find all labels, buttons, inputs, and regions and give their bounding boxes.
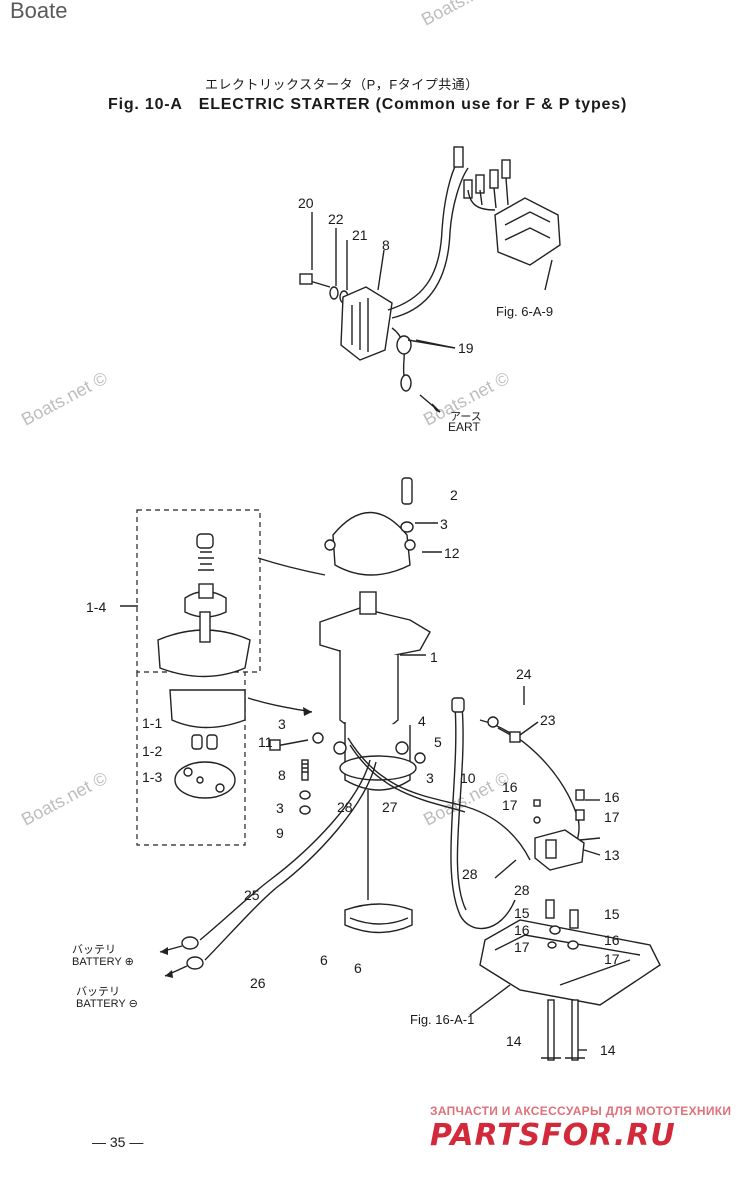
callout-1-3: 1-3 [142, 769, 163, 785]
callout-12: 12 [444, 545, 460, 561]
battery-plus-label: バッテリ BATTERY ⊕ [72, 944, 134, 968]
callout-6: 6 [320, 952, 328, 968]
rectifier-assembly [299, 146, 561, 413]
callout-27: 27 [382, 799, 398, 815]
callout-16: 16 [514, 922, 530, 938]
callout-16: 16 [604, 789, 620, 805]
logo-tagline: ЗАПЧАСТИ И АКСЕССУАРЫ ДЛЯ МОТОТЕХНИКИ [430, 1104, 732, 1118]
battery-plus-jp: バッテリ [72, 944, 116, 956]
logo-wordmark: PARTSFOR.RU [430, 1118, 676, 1153]
callout-3: 3 [440, 516, 448, 532]
callout-11: 11 [258, 734, 273, 750]
battery-cables [159, 697, 580, 978]
callout-17: 17 [604, 951, 620, 967]
callout-15: 15 [514, 905, 530, 921]
callout-10: 10 [460, 770, 476, 786]
callout-13: 13 [604, 847, 620, 863]
figure-reference: Fig. 6-A-9 [496, 304, 554, 319]
callout-28: 28 [337, 799, 353, 815]
callout-14: 14 [600, 1042, 616, 1058]
callout-15: 15 [604, 906, 620, 922]
figure-reference: Fig. 16-A-1 [410, 1012, 475, 1027]
battery-minus-label: バッテリ BATTERY ⊖ [76, 986, 138, 1010]
title-japanese: エレクトリックスタータ（P，Fタイプ共通） [205, 77, 479, 92]
page-number: — 35 — [92, 1134, 144, 1150]
plus-icon: ⊕ [124, 956, 134, 968]
callout-4: 4 [418, 713, 426, 729]
callout-3: 3 [278, 716, 286, 732]
callout-17: 17 [514, 939, 530, 955]
callout-3: 3 [426, 770, 434, 786]
battery-plus-en: BATTERY [72, 956, 122, 968]
callout-3: 3 [276, 800, 284, 816]
callout-28: 28 [462, 866, 478, 882]
callout-22: 22 [328, 211, 344, 227]
callout-20: 20 [298, 195, 314, 211]
callout-19: 19 [458, 340, 474, 356]
callout-1-2: 1-2 [142, 743, 163, 759]
callout-28: 28 [514, 882, 530, 898]
page-title: Fig. 10-A ELECTRIC STARTER (Common use fo… [108, 96, 627, 114]
callout-5: 5 [434, 734, 442, 750]
callout-16: 16 [604, 932, 620, 948]
earth-label-jp: アース [450, 411, 482, 423]
starter-motor [269, 477, 431, 900]
watermark-top-left: Boate [10, 0, 68, 23]
callout-24: 24 [516, 666, 532, 682]
inset-exploded-view [136, 509, 261, 846]
callout-9: 9 [276, 825, 284, 841]
callout-1-4: 1-4 [86, 599, 107, 615]
minus-icon: ⊖ [128, 998, 138, 1010]
callout-17: 17 [604, 809, 620, 825]
battery-minus-en: BATTERY [76, 998, 126, 1010]
callout-6: 6 [354, 960, 362, 976]
figure-number: Fig. 10-A [108, 96, 183, 113]
callout-23: 23 [540, 712, 556, 728]
callout-16: 16 [502, 779, 518, 795]
earth-label: EART [448, 420, 480, 434]
callout-25: 25 [244, 887, 260, 903]
callout-14: 14 [506, 1033, 522, 1049]
callout-8: 8 [278, 767, 286, 783]
callout-17: 17 [502, 797, 518, 813]
callout-26: 26 [250, 975, 266, 991]
battery-minus-jp: バッテリ [76, 986, 120, 998]
callout-1-1: 1-1 [142, 715, 163, 731]
callout-1: 1 [430, 649, 438, 665]
starter-relay [533, 789, 601, 871]
callout-21: 21 [352, 227, 368, 243]
callout-8: 8 [382, 237, 390, 253]
mounting-plate [479, 899, 661, 1061]
figure-title: ELECTRIC STARTER (Common use for F & P t… [198, 96, 628, 113]
callout-2: 2 [450, 487, 458, 503]
